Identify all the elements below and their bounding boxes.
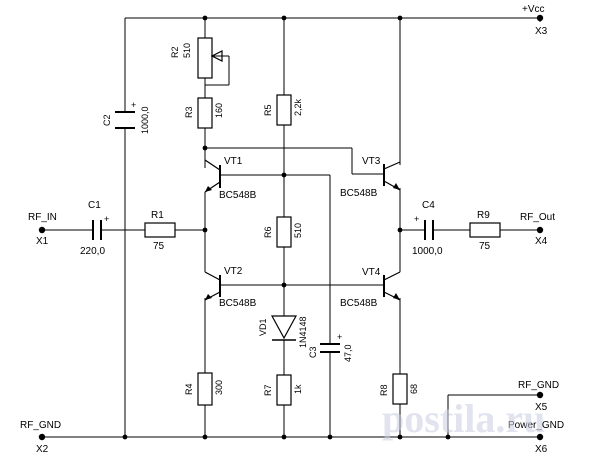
c1-value: 220,0 bbox=[80, 246, 105, 257]
terminal-vcc: +Vcc X3 bbox=[522, 4, 548, 37]
r5-ref: R5 bbox=[263, 104, 273, 116]
vt1-value: BC548B bbox=[219, 190, 257, 201]
vt3-ref: VT3 bbox=[362, 156, 381, 167]
transistor-vt3: VT3 BC548B bbox=[340, 156, 401, 199]
transistor-vt4: VT4 BC548B bbox=[340, 267, 401, 309]
terminal-rf-gnd-id: X2 bbox=[36, 444, 49, 455]
terminal-rf-in: RF_IN X1 bbox=[28, 212, 57, 247]
junctions bbox=[122, 15, 451, 440]
terminal-rf-gnd-right-id: X5 bbox=[535, 402, 548, 413]
resistor-r1: R1 75 bbox=[144, 210, 176, 252]
capacitor-c3: + C3 47,0 bbox=[308, 332, 353, 362]
vt4-ref: VT4 bbox=[362, 267, 381, 278]
vt1-ref: VT1 bbox=[224, 156, 243, 167]
terminal-rf-in-label: RF_IN bbox=[28, 212, 57, 223]
c3-value: 47,0 bbox=[343, 344, 353, 362]
terminal-rf-out-id: X4 bbox=[535, 236, 548, 247]
r6-ref: R6 bbox=[263, 226, 273, 238]
c3-polarity: + bbox=[337, 332, 342, 342]
terminal-rf-gnd-right-label: RF_GND bbox=[518, 380, 559, 391]
terminal-power-gnd-label: Power_GND bbox=[508, 420, 564, 431]
diode-vd1: VD1 1N4148 bbox=[258, 315, 308, 348]
r2-value: 510 bbox=[182, 43, 192, 58]
c3-ref: C3 bbox=[308, 346, 318, 358]
resistor-r8: R8 68 bbox=[379, 373, 419, 405]
r4-ref: R4 bbox=[184, 383, 194, 395]
resistor-r6: R6 510 bbox=[263, 216, 303, 248]
vt3-value: BC548B bbox=[340, 188, 378, 199]
vd1-ref: VD1 bbox=[258, 318, 268, 336]
resistor-r3: R3 160 bbox=[184, 97, 224, 129]
c2-ref: C2 bbox=[102, 114, 112, 126]
terminal-rf-out-label: RF_Out bbox=[520, 212, 555, 223]
terminal-power-gnd-id: X6 bbox=[535, 444, 548, 455]
r3-value: 160 bbox=[214, 103, 224, 118]
c2-value: 1000,0 bbox=[140, 106, 150, 134]
terminal-vcc-label: +Vcc bbox=[522, 4, 545, 15]
r2-ref: R2 bbox=[170, 46, 180, 58]
vt2-ref: VT2 bbox=[224, 266, 243, 277]
r3-ref: R3 bbox=[184, 106, 194, 118]
watermark: postila.ru bbox=[382, 396, 545, 441]
terminal-rf-in-id: X1 bbox=[36, 236, 49, 247]
capacitor-c4: + C4 1000,0 bbox=[412, 200, 443, 257]
terminal-rf-gnd-label: RF_GND bbox=[20, 420, 61, 431]
capacitor-c1: + C1 220,0 bbox=[80, 200, 109, 257]
resistor-r4: R4 300 bbox=[184, 372, 224, 406]
transistor-vt1: VT1 BC548B bbox=[204, 156, 257, 201]
r1-ref: R1 bbox=[151, 210, 164, 221]
r9-value: 75 bbox=[479, 241, 491, 252]
c4-ref: C4 bbox=[422, 200, 435, 211]
potentiometer-r2: R2 510 bbox=[170, 37, 223, 79]
transistor-vt2: VT2 BC548B bbox=[204, 266, 257, 309]
c2-polarity: + bbox=[131, 100, 136, 110]
r5-value: 2,2k bbox=[293, 98, 303, 116]
resistor-r9: R9 75 bbox=[469, 210, 501, 252]
r7-ref: R7 bbox=[263, 384, 273, 396]
r1-value: 75 bbox=[153, 241, 165, 252]
vt2-value: BC548B bbox=[219, 298, 257, 309]
capacitor-c2: + C2 1000,0 bbox=[102, 100, 150, 134]
terminal-rf-gnd-right: RF_GND X5 bbox=[518, 380, 559, 413]
terminal-power-gnd: Power_GND X6 bbox=[508, 420, 564, 455]
terminal-rf-gnd: RF_GND X2 bbox=[20, 420, 61, 455]
terminal-vcc-id: X3 bbox=[535, 26, 548, 37]
r4-value: 300 bbox=[214, 380, 224, 395]
c1-polarity: + bbox=[104, 214, 109, 224]
resistor-r7: R7 1k bbox=[263, 374, 303, 406]
resistor-r5: R5 2,2k bbox=[263, 94, 303, 126]
c4-value: 1000,0 bbox=[412, 246, 443, 257]
vt4-value: BC548B bbox=[340, 298, 378, 309]
terminal-rf-out: RF_Out X4 bbox=[520, 212, 555, 247]
c1-ref: C1 bbox=[88, 200, 101, 211]
r8-value: 68 bbox=[409, 384, 419, 394]
c4-polarity: + bbox=[414, 214, 419, 224]
r7-value: 1k bbox=[293, 384, 303, 394]
vd1-value: 1N4148 bbox=[298, 316, 308, 348]
r6-value: 510 bbox=[293, 223, 303, 238]
r9-ref: R9 bbox=[477, 210, 490, 221]
r8-ref: R8 bbox=[379, 384, 389, 396]
